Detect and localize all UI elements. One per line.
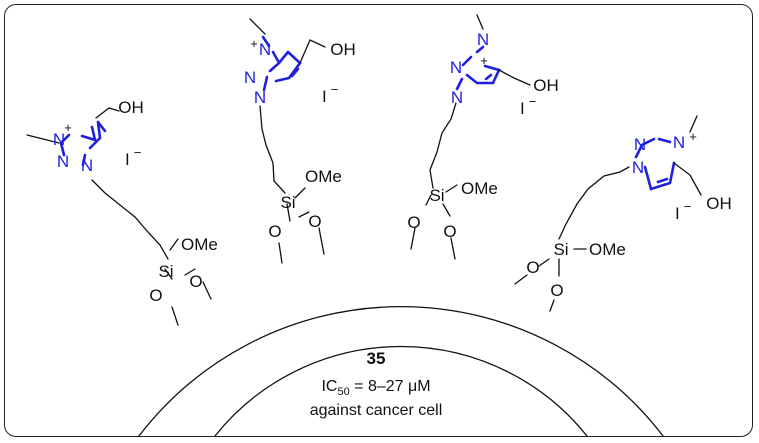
iodide-label: I− <box>675 199 691 223</box>
oxygen-label: O <box>268 222 281 241</box>
silicon-label: Si <box>158 262 173 281</box>
particle-inner-arc <box>214 345 588 436</box>
oxygen-label: O <box>407 213 420 232</box>
n2-atom: N <box>57 152 69 171</box>
oxygen-label: O <box>189 272 202 291</box>
n1-atom: N <box>632 158 644 177</box>
n2-atom: N <box>450 58 462 77</box>
n1-atom: N <box>254 88 266 107</box>
n2-atom: N <box>634 135 646 154</box>
oxygen-label: O <box>443 222 456 241</box>
n1-atom: N <box>81 156 93 175</box>
plus-charge: + <box>250 36 258 51</box>
activity-target: against cancer cell <box>310 402 443 419</box>
iodide-label: I− <box>322 82 338 106</box>
plus-charge: + <box>689 129 697 144</box>
silicon-label: Si <box>429 186 444 205</box>
hydroxyl-label: OH <box>706 194 732 213</box>
compound-number: 35 <box>367 349 386 368</box>
n3-atom: N <box>477 30 489 49</box>
hydroxyl-label: OH <box>330 40 356 59</box>
silicon-label: Si <box>280 193 295 212</box>
iodide-label: I− <box>520 94 536 118</box>
ome-label: OMe <box>305 167 342 186</box>
n1-atom: N <box>451 88 463 107</box>
n3-atom: N <box>53 130 65 149</box>
ligand-group-4: N N N + OH I− Si OMe O O <box>514 115 732 312</box>
silicon-label: Si <box>553 240 568 259</box>
n2-atom: N <box>244 68 256 87</box>
iodide-label: I− <box>125 145 141 169</box>
plus-charge: + <box>480 53 488 68</box>
oxygen-label: O <box>308 212 321 231</box>
particle-outer-arc <box>138 305 664 436</box>
oxygen-label: O <box>526 258 539 277</box>
ligand-group-1: N N N + OH I− Si OMe O O <box>26 98 218 326</box>
hydroxyl-label: OH <box>533 76 559 95</box>
ome-label: OMe <box>461 179 498 198</box>
ome-label: OMe <box>181 235 218 254</box>
n3-atom: N <box>673 133 685 152</box>
ic50-value: IC50 = 8–27 μM <box>321 378 430 398</box>
figure-frame: N N N + OH I− Si OMe O O N N N + OH I− S… <box>4 4 753 437</box>
ligand-group-2: N N N + OH I− Si OMe O O <box>244 18 356 264</box>
structure-diagram: N N N + OH I− Si OMe O O N N N + OH I− S… <box>26 14 732 436</box>
ome-label: OMe <box>589 240 626 259</box>
oxygen-label: O <box>550 281 563 300</box>
oxygen-label: O <box>149 286 162 305</box>
n3-atom: N <box>259 40 271 59</box>
hydroxyl-label: OH <box>118 98 144 117</box>
plus-charge: + <box>64 120 72 135</box>
ligand-group-3: N N N + OH I− Si OMe O O <box>407 14 559 260</box>
